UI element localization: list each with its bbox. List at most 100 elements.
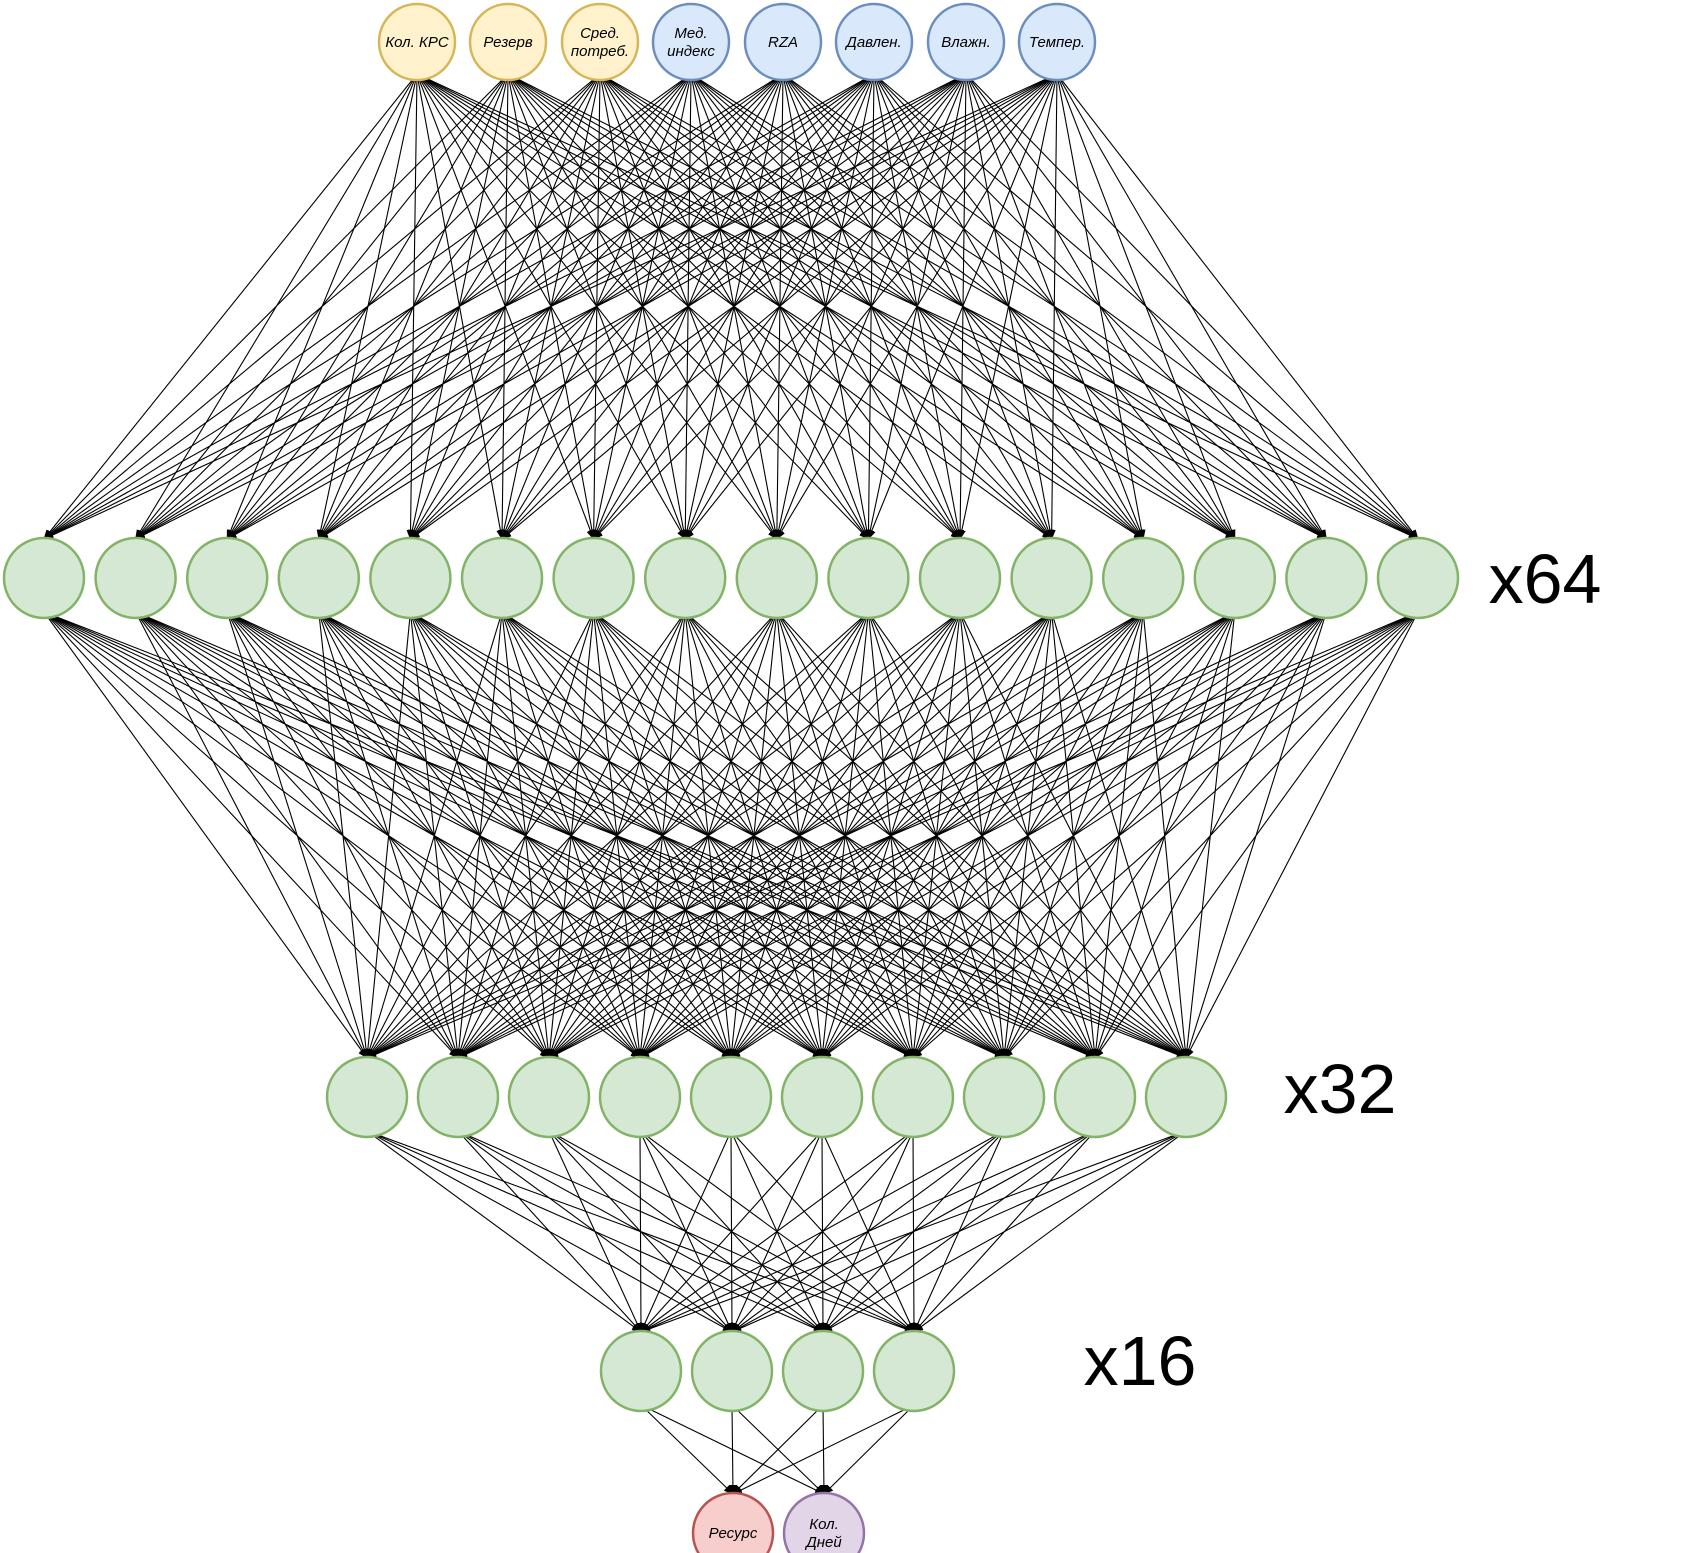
connection-l1-7-to-1 — [43, 73, 967, 540]
hidden-layer1-node-5-circle — [369, 536, 452, 620]
connection-l1-8-to-3 — [226, 73, 1058, 540]
connection-l2-5-to-1 — [363, 611, 411, 1059]
connection-l2-16-to-1 — [366, 611, 1419, 1059]
output-node-1-circle — [691, 1491, 775, 1553]
hidden-layer1-node-10 — [827, 536, 910, 620]
neurons: Кол. КРС Резерв Сред.потреб. Мед.индекс RZA Д… — [2, 2, 1460, 1553]
hidden-layer1-node-11-circle — [918, 536, 1002, 620]
hidden-layer1-node-10-circle — [827, 536, 910, 620]
layer-size-labels: x64 x32 x16 — [1084, 540, 1602, 1400]
input-node-7-label-line-1: Влажн. — [941, 34, 991, 51]
connection-l2-2-to-1 — [135, 611, 368, 1059]
connection-l2-13-to-1 — [366, 611, 1144, 1059]
hidden-layer3-node-1 — [599, 1329, 683, 1413]
connection-l2-16-to-10 — [1185, 611, 1419, 1059]
connection-l3-8-to-1 — [640, 1130, 1005, 1333]
hidden-layer2-node-2 — [416, 1055, 500, 1139]
input-node-8-label-line-1: Темпер. — [1029, 34, 1085, 51]
input-node-4-label-line-1: Мед. — [674, 25, 707, 42]
hidden-layer1-node-13 — [1101, 536, 1185, 620]
connection-l2-16-to-7 — [912, 611, 1419, 1059]
connection-l1-8-to-2 — [134, 73, 1058, 540]
output-node-2-label-line-2: Дней — [804, 1534, 842, 1551]
hidden-layer2-node-10 — [1144, 1055, 1228, 1139]
connection-l2-3-to-1 — [226, 611, 369, 1059]
hidden-layer1-node-9 — [735, 536, 819, 620]
connection-l3-7-to-1 — [640, 1130, 914, 1333]
input-node-2-label-line-1: Резерв — [483, 34, 532, 51]
connection-l1-3-to-1 — [43, 73, 601, 540]
hidden-layer3-node-2-circle — [690, 1329, 774, 1413]
connection-l2-15-to-1 — [366, 611, 1327, 1059]
connection-l2-14-to-1 — [366, 611, 1236, 1059]
connection-l3-3-to-1 — [548, 1130, 642, 1333]
connection-l2-4-to-1 — [318, 611, 371, 1059]
hidden-layer3-node-4-circle — [872, 1329, 956, 1413]
hidden-layer2-node-7-circle — [871, 1055, 955, 1139]
input-node-8-circle — [1017, 2, 1097, 82]
connection-l3-10-to-3 — [822, 1130, 1187, 1333]
hidden-layer2-node-9-circle — [1053, 1055, 1137, 1139]
hidden-layer1-node-9-circle — [735, 536, 819, 620]
hidden-layer2-node-8-circle — [962, 1055, 1046, 1139]
connection-l3-5-to-1 — [640, 1130, 732, 1333]
output-node-2-label-line-1: Кол. — [809, 1516, 838, 1533]
hidden-layer1-node-4-circle — [277, 536, 361, 620]
hidden-layer1-node-3 — [185, 536, 269, 620]
connection-l1-8-to-14 — [1056, 73, 1236, 540]
connections — [43, 73, 1419, 1495]
hidden-layer2-node-9 — [1053, 1055, 1137, 1139]
connection-l3-6-to-1 — [640, 1130, 823, 1333]
connection-l3-10-to-1 — [640, 1130, 1187, 1333]
input-node-2-circle — [468, 2, 548, 82]
input-node-3: Сред.потреб. — [560, 2, 640, 82]
connection-l2-16-to-9 — [1094, 611, 1419, 1059]
connection-l3-10-to-4 — [913, 1130, 1187, 1333]
connection-l4-1-to-1 — [640, 1404, 734, 1495]
hidden-layer2-node-7 — [871, 1055, 955, 1139]
connection-l4-2-to-1 — [728, 1404, 737, 1495]
connection-l2-16-to-4 — [639, 611, 1419, 1059]
layer3-size-label: x16 — [1084, 1322, 1197, 1400]
hidden-layer1-node-14 — [1193, 536, 1277, 620]
hidden-layer2-node-4 — [598, 1055, 682, 1139]
hidden-layer1-node-12-circle — [1010, 536, 1093, 620]
connection-l2-7-to-1 — [366, 611, 595, 1059]
connection-l1-8-to-9 — [776, 73, 1058, 540]
hidden-layer1-node-15 — [1285, 536, 1368, 620]
connection-l2-11-to-1 — [366, 611, 961, 1059]
input-node-5: RZA — [743, 2, 823, 82]
input-node-4-label-line-2: индекс — [667, 43, 715, 60]
output-node-1: Ресурс — [691, 1491, 775, 1553]
hidden-layer2-node-3-circle — [507, 1055, 591, 1139]
input-node-3-circle — [560, 2, 640, 82]
hidden-layer1-node-2-circle — [94, 536, 177, 620]
connection-l3-10-to-2 — [731, 1130, 1187, 1333]
connection-l2-8-to-1 — [366, 611, 686, 1059]
hidden-layer3-node-3-circle — [781, 1329, 865, 1413]
hidden-layer2-node-3 — [507, 1055, 591, 1139]
hidden-layer1-node-7-circle — [552, 536, 635, 620]
connection-l3-1-to-1 — [366, 1130, 642, 1333]
connection-l1-8-to-13 — [1056, 73, 1146, 540]
input-node-6-label-line-1: Давлен. — [844, 34, 901, 51]
hidden-layer2-node-6-circle — [780, 1055, 864, 1139]
input-node-2: Резерв — [468, 2, 548, 82]
input-node-3-label-line-1: Сред. — [580, 25, 620, 42]
connection-l2-16-to-6 — [821, 611, 1419, 1059]
hidden-layer2-node-6 — [780, 1055, 864, 1139]
connection-l4-4-to-1 — [732, 1404, 915, 1495]
connection-l1-8-to-10 — [867, 73, 1058, 540]
connection-l2-10-to-1 — [366, 611, 869, 1059]
input-node-8: Темпер. — [1017, 2, 1097, 82]
hidden-layer1-node-6 — [460, 536, 544, 620]
input-node-5-circle — [743, 2, 823, 82]
input-node-1-label-line-1: Кол. КРС — [385, 34, 448, 51]
connection-l1-4-to-1 — [43, 73, 692, 540]
connection-l1-2-to-1 — [43, 73, 509, 540]
hidden-layer2-node-4-circle — [598, 1055, 682, 1139]
hidden-layer1-node-14-circle — [1193, 536, 1277, 620]
hidden-layer2-node-8 — [962, 1055, 1046, 1139]
hidden-layer1-node-1-circle — [2, 536, 86, 620]
